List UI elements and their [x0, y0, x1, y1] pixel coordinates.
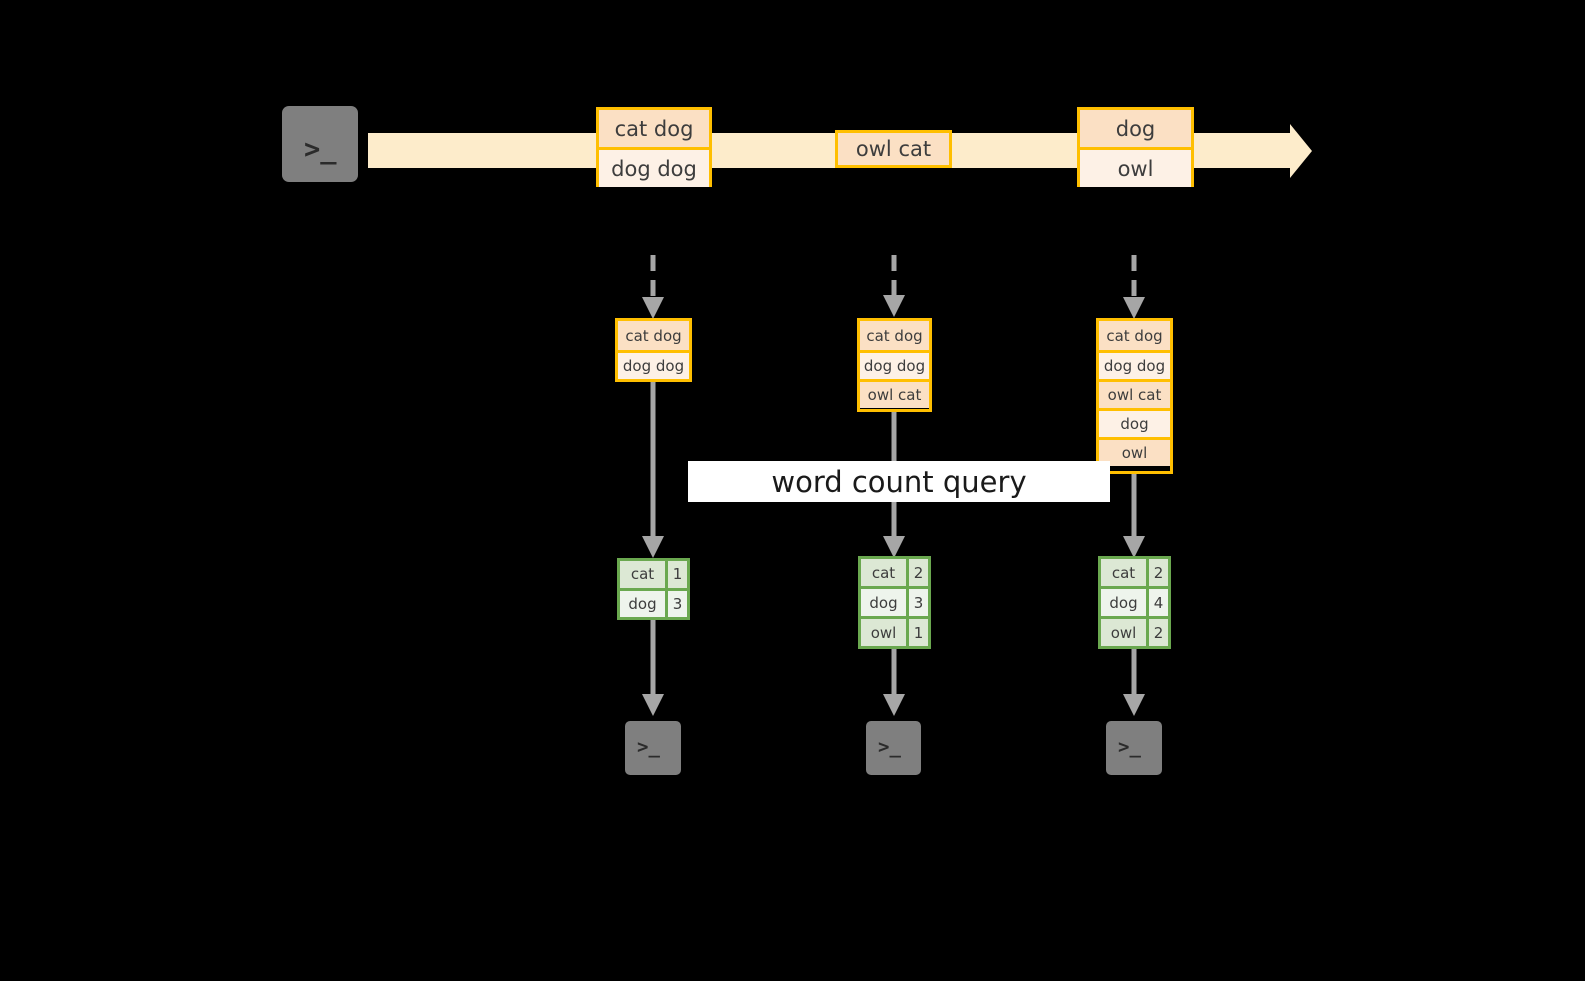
sink-terminal-icon-2: >_	[861, 716, 926, 780]
count-value-cell: 1	[906, 619, 928, 646]
word-count-table-2[interactable]: cat 2 dog 3 owl 1	[858, 556, 931, 649]
count-word-cell: dog	[620, 590, 665, 617]
sink-terminal-icon-3: >_	[1101, 716, 1167, 780]
terminal-prompt-glyph: >_	[1118, 736, 1141, 758]
word-count-table-3[interactable]: cat 2 dog 4 owl 2	[1098, 556, 1171, 649]
sink-connector-3	[1122, 649, 1146, 718]
count-word-cell: dog	[1101, 589, 1146, 616]
stream-batch-2-line-1: owl cat	[838, 133, 949, 165]
table-row: dog 3	[620, 587, 687, 617]
accumulated-3-line-1: cat dog	[1099, 321, 1170, 350]
accumulated-records-3[interactable]: cat dog dog dog owl cat dog owl	[1096, 318, 1173, 474]
count-word-cell: owl	[1101, 619, 1146, 646]
terminal-prompt-glyph: >_	[304, 134, 337, 165]
count-word-cell: dog	[861, 589, 906, 616]
terminal-prompt-glyph: >_	[878, 736, 901, 758]
stream-batch-3-line-2: owl	[1080, 147, 1191, 187]
query-connector-1	[641, 382, 665, 560]
sink-terminal-icon-1: >_	[620, 716, 686, 780]
count-word-cell: cat	[1101, 559, 1146, 586]
sink-connector-1	[641, 620, 665, 718]
table-row: dog 3	[861, 586, 928, 616]
count-value-cell: 2	[1146, 619, 1168, 646]
count-value-cell: 3	[906, 589, 928, 616]
accumulated-2-line-3: owl cat	[860, 379, 929, 408]
accumulated-3-line-4: dog	[1099, 408, 1170, 437]
table-row: cat 1	[620, 561, 687, 588]
stream-batch-1-line-2: dog dog	[599, 147, 709, 187]
count-value-cell: 4	[1146, 589, 1168, 616]
stream-batch-2[interactable]: owl cat	[835, 130, 952, 168]
accumulated-1-line-2: dog dog	[618, 350, 689, 379]
dashed-connector-1	[640, 255, 666, 321]
terminal-prompt-glyph: >_	[637, 736, 660, 758]
table-row: owl 2	[1101, 616, 1168, 646]
word-count-query-label: word count query	[771, 464, 1027, 499]
accumulated-3-line-3: owl cat	[1099, 379, 1170, 408]
stream-batch-1[interactable]: cat dog dog dog	[596, 107, 712, 187]
stream-batch-3[interactable]: dog owl	[1077, 107, 1194, 187]
table-row: cat 2	[1101, 559, 1168, 586]
source-terminal-icon: >_	[275, 99, 365, 189]
query-connector-3	[1122, 474, 1146, 560]
word-count-table-1[interactable]: cat 1 dog 3	[617, 558, 690, 620]
table-row: owl 1	[861, 616, 928, 646]
accumulated-1-line-1: cat dog	[618, 321, 689, 350]
accumulated-2-line-2: dog dog	[860, 350, 929, 379]
accumulated-3-line-5: owl	[1099, 437, 1170, 466]
table-row: cat 2	[861, 559, 928, 586]
accumulated-records-2[interactable]: cat dog dog dog owl cat	[857, 318, 932, 412]
table-row: dog 4	[1101, 586, 1168, 616]
count-value-cell: 3	[665, 590, 687, 617]
stream-batch-1-line-1: cat dog	[599, 110, 709, 147]
stream-batch-3-line-1: dog	[1080, 110, 1191, 147]
count-value-cell: 2	[1146, 559, 1168, 586]
count-value-cell: 1	[665, 561, 687, 588]
accumulated-records-1[interactable]: cat dog dog dog	[615, 318, 692, 382]
accumulated-3-line-2: dog dog	[1099, 350, 1170, 379]
dashed-connector-3	[1121, 255, 1147, 321]
count-value-cell: 2	[906, 559, 928, 586]
count-word-cell: cat	[861, 559, 906, 586]
word-count-query-banner: word count query	[688, 461, 1110, 502]
count-word-cell: owl	[861, 619, 906, 646]
count-word-cell: cat	[620, 561, 665, 588]
dashed-connector-2	[881, 255, 907, 319]
stream-arrowhead	[1290, 124, 1312, 178]
accumulated-2-line-1: cat dog	[860, 321, 929, 350]
sink-connector-2	[882, 649, 906, 718]
